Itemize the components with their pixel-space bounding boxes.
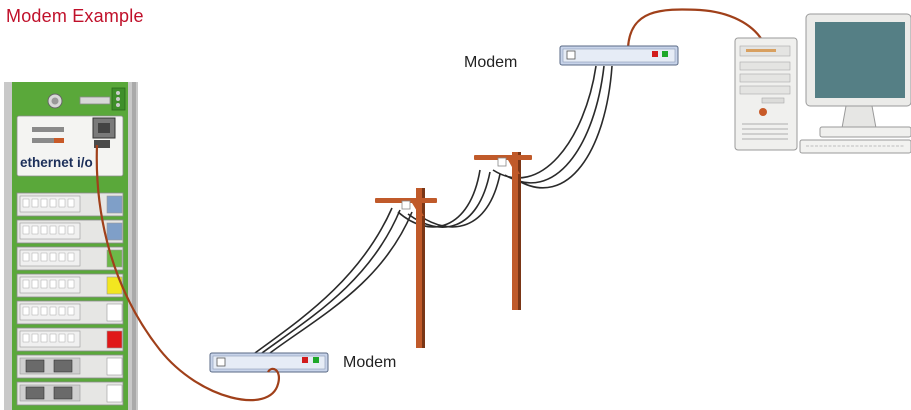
utility-pole-2 [474,152,532,310]
power-button-icon [759,108,767,116]
utility-pole-1 [375,188,437,348]
pole-2-shadow [518,152,521,310]
modem-top-face [562,48,676,63]
pole-1-shadow [422,188,425,348]
io-module [16,381,124,406]
modem-bottom [209,352,329,373]
pole-1-crossarm [375,198,437,203]
phone-line-2c [419,173,501,228]
modem-label-top: Modem [464,54,518,71]
pole-1-insulator [401,200,411,210]
modem-top-port [566,50,576,60]
pole-1-post [416,188,425,348]
pole-2-crossarm [474,155,532,160]
io-modules [16,192,124,406]
modem-bottom-led-red [302,357,308,363]
modem-bottom-led-green [313,357,319,363]
io-module [16,327,124,352]
phone-line-3a [492,65,597,179]
phone-line-1c [269,211,413,354]
io-module-indicator [106,222,123,241]
phone-lines [254,65,613,354]
io-module-indicator [106,195,123,214]
phone-line-3c [516,65,613,189]
modem-bottom-port [216,357,226,367]
io-module [16,219,124,244]
io-module [16,246,124,271]
phone-line-1b [261,209,401,354]
modem-label-bottom: Modem [343,354,397,371]
io-module-indicator [106,330,123,349]
pole-2-brace [508,160,520,174]
modem-top [559,45,679,66]
modem-bottom-face [212,355,326,370]
phone-line-2a [397,169,481,228]
device-cable [95,144,280,402]
modem-top-led-red [652,51,658,57]
pole-2-insulator [497,157,507,167]
ethernet-io-device: ethernet i/o [4,82,138,410]
monitor-stand [841,105,877,129]
computer-icon [734,13,911,154]
device-brand-label: ethernet i/o [20,155,93,170]
phone-line-1a [254,207,393,354]
io-module [16,192,124,217]
io-module [16,300,124,325]
pole-2-post [512,152,521,310]
modem-top-led-green [662,51,668,57]
io-module-indicator [106,357,123,376]
io-module-indicator [106,384,123,403]
pole-1-brace [412,203,424,216]
diagram-title: Modem Example [6,6,144,26]
phone-line-3b [504,65,605,184]
io-module [16,273,124,298]
io-module-indicator [106,303,123,322]
monitor-screen [815,22,905,98]
monitor-base [819,126,911,138]
computer-cable [626,8,763,49]
io-module [16,354,124,379]
